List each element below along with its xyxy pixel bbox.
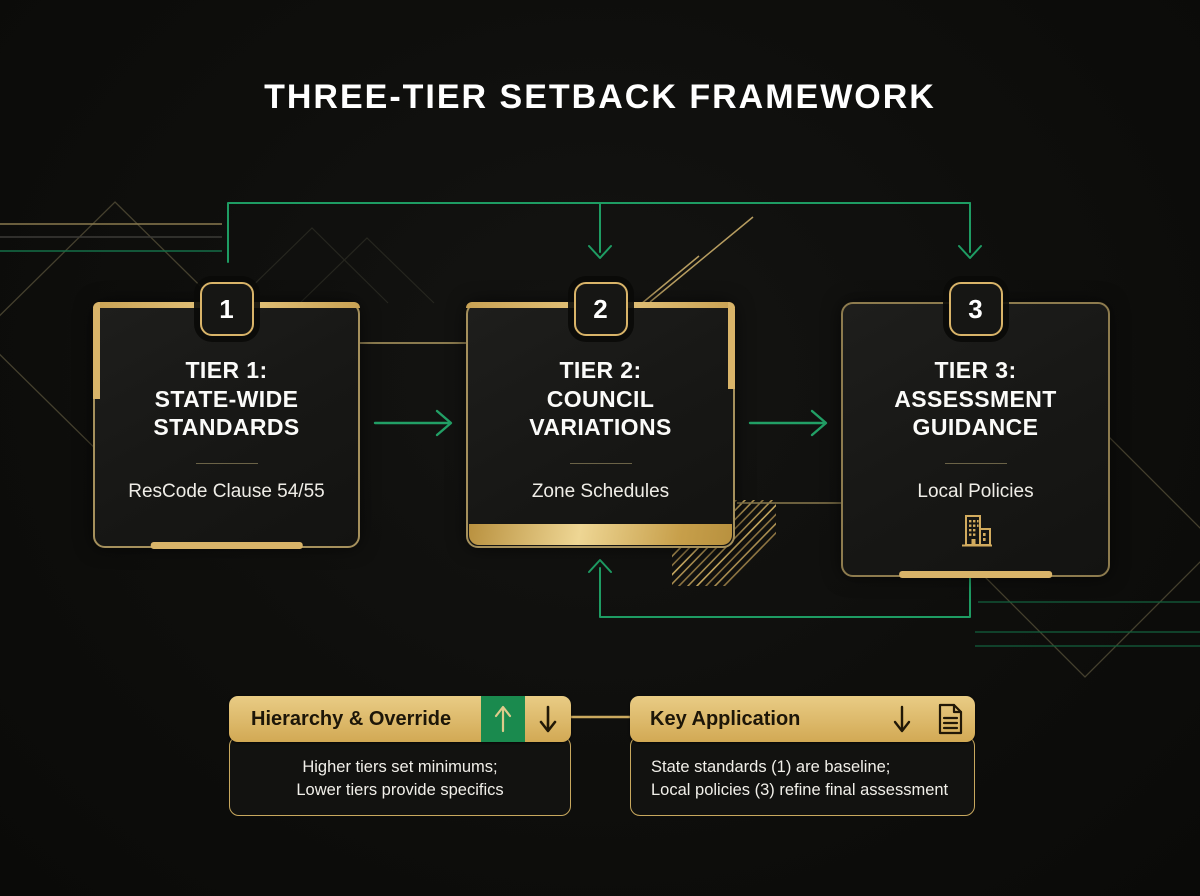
up-arrow-icon	[481, 696, 525, 742]
key-application-box: Key Application State standards (1) are …	[630, 696, 975, 816]
hierarchy-override-heading: Hierarchy & Override	[251, 707, 452, 730]
down-arrow-icon	[525, 696, 571, 742]
down-arrow-icon	[879, 696, 925, 742]
gold-accent-right	[728, 302, 735, 390]
document-icon	[925, 696, 975, 742]
connector-lines-gold	[360, 342, 843, 719]
building-icon	[957, 512, 995, 555]
tier-2-number: 2	[593, 293, 608, 324]
tier-2-title: TIER 2: COUNCIL VARIATIONS	[529, 357, 672, 441]
tier-card-1: 1 TIER 1: STATE-WIDE STANDARDS ResCode C…	[93, 282, 360, 549]
diagonal-gold-lines	[640, 216, 754, 305]
tier-1-number: 1	[219, 293, 234, 324]
key-application-header: Key Application	[630, 696, 975, 742]
divider	[944, 462, 1007, 464]
tier-1-title: TIER 1: STATE-WIDE STANDARDS	[153, 357, 300, 441]
gold-accent-left	[93, 302, 100, 399]
gold-accent-bottom	[898, 571, 1053, 578]
tier-3-subtitle: Local Policies	[917, 480, 1034, 502]
tier-2-number-badge: 2	[573, 282, 628, 336]
tier-card-2: 2 TIER 2: COUNCIL VARIATIONS Zone Schedu…	[466, 282, 735, 548]
tier-1-number-badge: 1	[199, 282, 254, 336]
divider	[195, 462, 258, 464]
feedback-arrow	[588, 559, 971, 618]
tier-2-subtitle: Zone Schedules	[531, 480, 670, 502]
hierarchy-override-body: Higher tiers set minimums; Lower tiers p…	[229, 736, 571, 816]
gold-accent-bottom	[150, 542, 303, 549]
decorative-lines-right	[975, 601, 1200, 647]
decorative-lines-left	[0, 223, 222, 252]
tier-1-subtitle: ResCode Clause 54/55	[128, 480, 325, 502]
tier-3-number-badge: 3	[948, 282, 1003, 336]
triangle-decoration	[234, 227, 435, 304]
gold-accent-bottom-bar	[469, 524, 732, 545]
key-application-heading: Key Application	[650, 707, 801, 730]
divider	[569, 462, 632, 464]
hierarchy-override-box: Hierarchy & Override Higher tiers set mi…	[229, 696, 571, 816]
flow-arrow-1-2	[373, 409, 453, 437]
flow-connector-top	[227, 202, 982, 263]
key-application-body: State standards (1) are baseline; Local …	[630, 736, 975, 816]
tier-3-number: 3	[968, 293, 983, 324]
flow-arrow-2-3	[748, 409, 828, 437]
hierarchy-override-header: Hierarchy & Override	[229, 696, 571, 742]
tier-3-title: TIER 3: ASSESSMENT GUIDANCE	[894, 357, 1057, 441]
page-title: THREE-TIER SETBACK FRAMEWORK	[264, 78, 936, 116]
tier-card-3: 3 TIER 3: ASSESSMENT GUIDANCE Local Poli…	[841, 282, 1110, 578]
